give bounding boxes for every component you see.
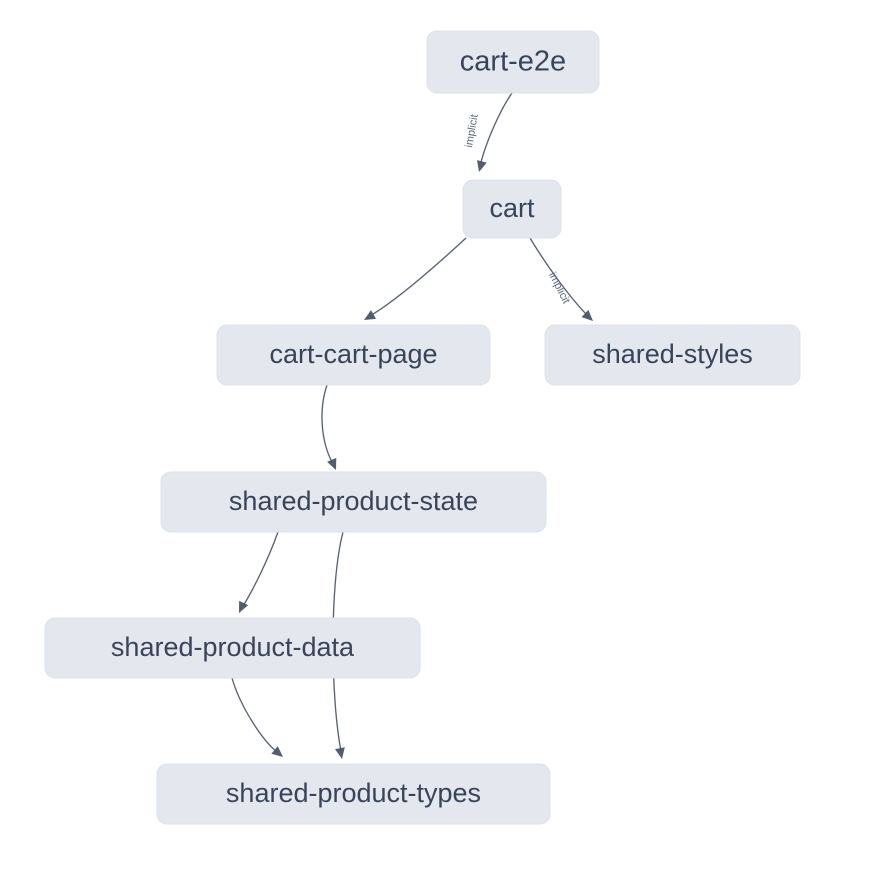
edge-line <box>242 531 279 607</box>
edge-label: implicit <box>463 113 481 148</box>
graph-node-shared-product-state[interactable]: shared-product-state <box>160 471 547 533</box>
edge-label: implicit <box>546 270 572 305</box>
graph-node-cart-cart-page[interactable]: cart-cart-page <box>216 324 491 386</box>
edge-line <box>231 677 278 753</box>
graph-edge[interactable] <box>474 92 513 173</box>
edge-arrowhead-icon <box>327 457 337 470</box>
node-box <box>160 471 547 533</box>
graph-edge[interactable] <box>231 677 286 761</box>
graph-edge[interactable] <box>529 237 596 325</box>
graph-edge[interactable] <box>234 531 279 615</box>
edge-arrowhead-icon <box>364 310 377 320</box>
node-box <box>156 763 551 825</box>
graph-node-shared-product-types[interactable]: shared-product-types <box>156 763 551 825</box>
edge-line <box>321 384 333 463</box>
nodes-layer: cart-e2e cart cart-cart-page shared-styles s… <box>44 30 801 825</box>
edge-line <box>369 237 467 317</box>
edge-arrowhead-icon <box>271 746 283 757</box>
edge-arrowhead-icon <box>334 747 345 759</box>
node-box <box>544 324 801 386</box>
edge-line <box>529 237 589 317</box>
graph-node-shared-product-data[interactable]: shared-product-data <box>44 617 421 679</box>
graph-node-cart-e2e[interactable]: cart-e2e <box>426 30 600 94</box>
graph-edge[interactable] <box>362 237 467 324</box>
node-box <box>426 30 600 94</box>
graph-edge[interactable] <box>321 384 341 472</box>
edges-layer <box>231 92 596 761</box>
graph-node-shared-styles[interactable]: shared-styles <box>544 324 801 386</box>
edge-line <box>480 92 513 163</box>
node-box <box>462 179 562 239</box>
edge-arrowhead-icon <box>239 600 249 613</box>
graph-node-cart[interactable]: cart <box>462 179 562 239</box>
node-box <box>44 617 421 679</box>
node-box <box>216 324 491 386</box>
edge-arrowhead-icon <box>581 309 593 321</box>
edge-arrowhead-icon <box>477 160 487 172</box>
